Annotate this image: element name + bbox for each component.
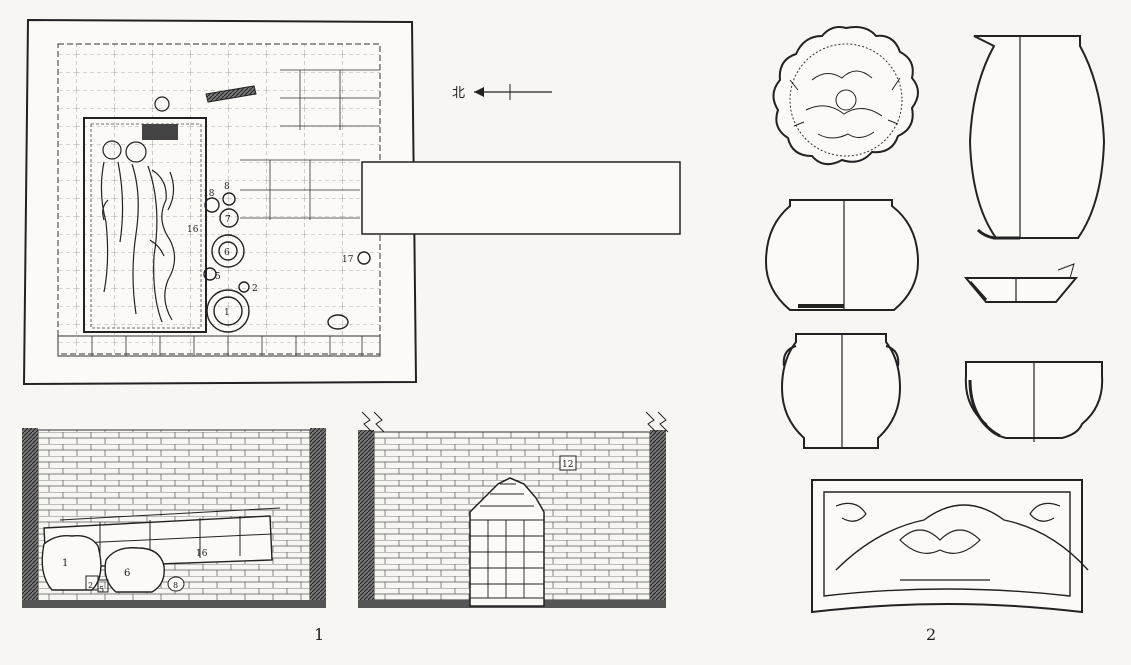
find-label-2: 2 (252, 284, 258, 294)
skull-fragment (154, 96, 170, 112)
lobed-dish (772, 26, 919, 166)
find-label-16: 16 (187, 225, 199, 235)
caption-figure-1: 1 (314, 625, 324, 644)
handled-jar (780, 333, 902, 449)
tomb-passage (361, 161, 681, 235)
section-label-12: 12 (562, 460, 573, 470)
right-wall-edge-e (650, 430, 666, 604)
find-18 (204, 197, 220, 213)
section-vessel-5 (97, 579, 109, 593)
find-label-1: 1 (224, 308, 230, 318)
section-label-2: 2 (88, 581, 93, 590)
carved-tile (811, 479, 1089, 614)
find-2 (238, 281, 250, 293)
find-6 (211, 234, 245, 268)
find-1-inner (213, 296, 243, 326)
find-17 (357, 251, 371, 265)
find-6-inner (218, 241, 238, 261)
section-vessel-8 (167, 576, 185, 592)
find-label-8: 8 (224, 182, 230, 192)
tomb-plan: 18 8 7 16 6 5 2 1 17 北 (22, 18, 681, 386)
tall-jar (968, 35, 1106, 240)
find-label-17: 17 (342, 255, 354, 265)
section-label-1: 1 (62, 558, 68, 569)
grave-goods (203, 192, 371, 333)
artifact-drawings (764, 26, 1106, 614)
break-marks (361, 411, 669, 433)
right-wall-edge-w (358, 430, 374, 604)
left-wall-edge-e (310, 428, 326, 604)
coffin-outline (83, 117, 207, 333)
skeletal-remains (100, 140, 176, 323)
find-label-5: 5 (215, 272, 221, 282)
find-1 (206, 289, 250, 333)
coffin-plaque (142, 124, 178, 140)
find-label-6: 6 (224, 248, 230, 258)
shallow-bowl (963, 263, 1079, 303)
tomb-section-right: 12 (358, 411, 669, 608)
find-7 (219, 208, 239, 228)
find-label-7: 7 (225, 215, 231, 225)
fragment-strip (205, 85, 257, 103)
round-jar (764, 199, 920, 311)
north-label: 北 (452, 86, 465, 101)
section-label-8: 8 (173, 581, 178, 590)
find-5 (203, 267, 217, 281)
section-vessel-6 (104, 547, 165, 593)
section-label-6: 6 (124, 568, 130, 579)
sealed-doorway (469, 477, 545, 607)
left-wall-edge-w (22, 428, 38, 604)
section-label-16: 16 (196, 549, 208, 559)
loose-object (327, 314, 349, 330)
left-floor (22, 600, 326, 608)
plan-brick-floor (57, 43, 381, 355)
plan-brick-courses (57, 69, 380, 356)
epitaph-niche (559, 455, 577, 471)
caption-figure-2: 2 (926, 625, 936, 644)
tomb-section-left: 1 6 2 5 8 16 (22, 428, 326, 608)
find-8 (222, 192, 236, 206)
section-label-5: 5 (99, 585, 104, 594)
find-label-18: 18 (203, 189, 215, 199)
north-arrow: 北 (452, 84, 552, 101)
wide-bowl (964, 361, 1104, 442)
